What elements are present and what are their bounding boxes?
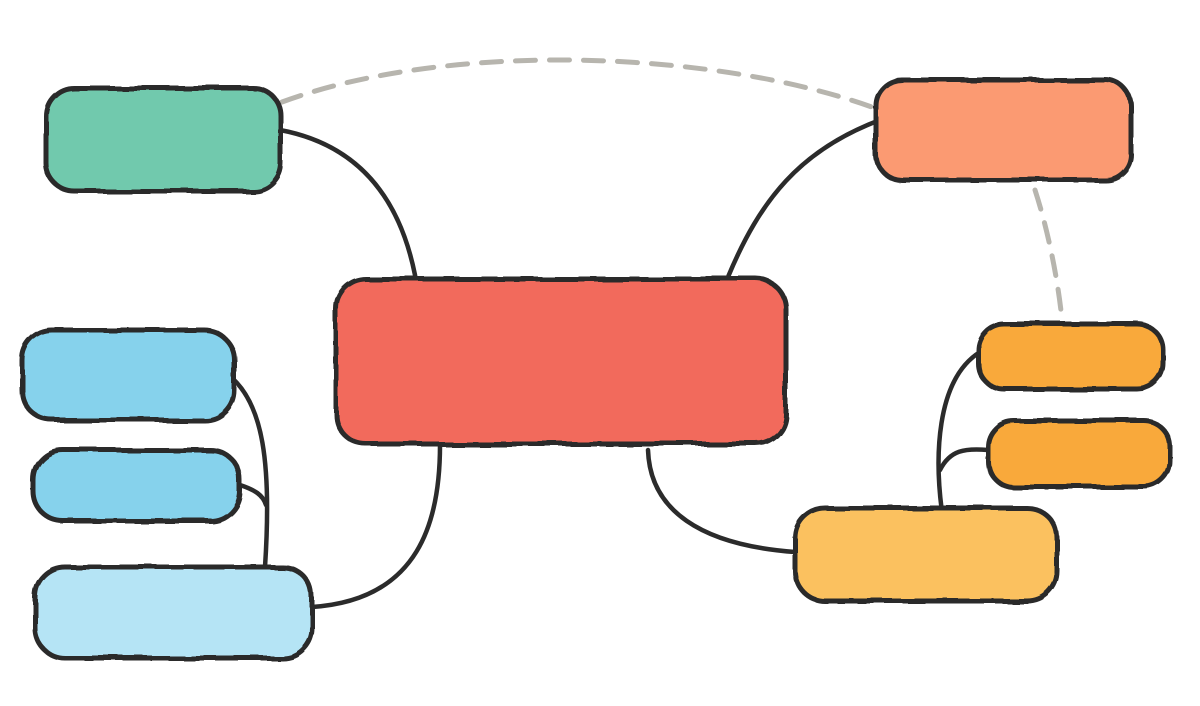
- dashed-link-salmon-orange: [1032, 187, 1065, 323]
- link-central-blue-bottom: [309, 442, 443, 610]
- dashed-link-teal-salmon: [279, 57, 883, 113]
- node-orange-top[interactable]: [975, 321, 1166, 392]
- link-central-salmon: [725, 117, 883, 280]
- link-central-teal: [277, 127, 418, 278]
- link-blue-top-bottom: [229, 375, 270, 570]
- link-blue-middle-branch: [237, 482, 269, 508]
- node-blue-middle[interactable]: [30, 447, 243, 524]
- link-orange-bottom-top: [936, 349, 983, 515]
- link-orange-middle-branch: [937, 447, 991, 473]
- link-central-orange-bottom: [645, 447, 798, 555]
- node-blue-top[interactable]: [19, 327, 237, 423]
- node-orange-middle[interactable]: [985, 418, 1173, 490]
- node-blue-bottom[interactable]: [32, 564, 315, 661]
- node-orange-bottom[interactable]: [792, 505, 1060, 604]
- node-salmon[interactable]: [873, 77, 1134, 183]
- node-teal[interactable]: [43, 85, 284, 194]
- central-node[interactable]: [333, 276, 789, 447]
